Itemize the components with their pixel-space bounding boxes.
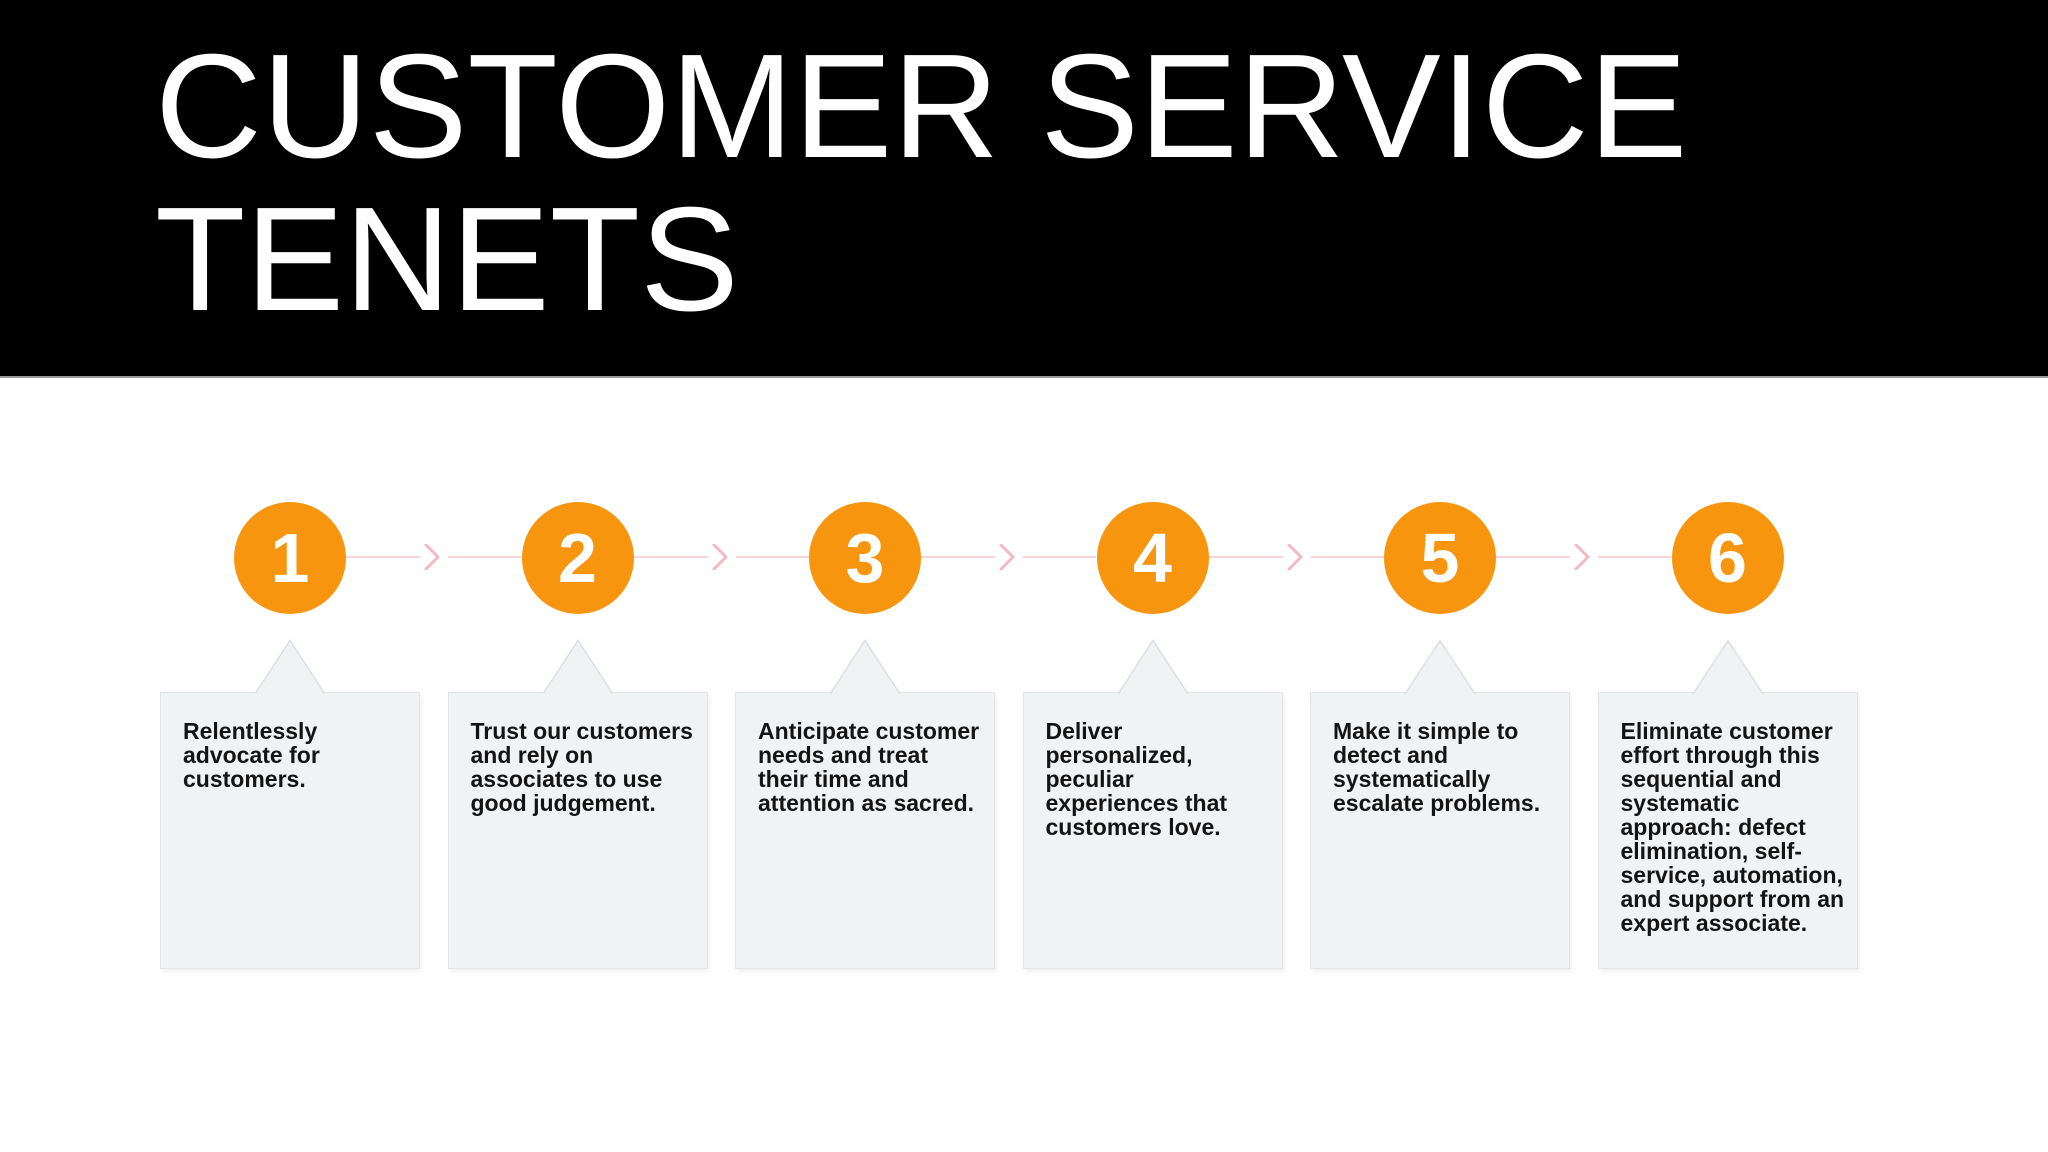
step-number: 5 — [1420, 519, 1460, 597]
step-number: 6 — [1708, 519, 1747, 597]
tenet-text: Trust our customers and rely on associat… — [470, 718, 693, 816]
callout-pointer-up-icon — [830, 639, 900, 694]
connector-5-6 — [1496, 543, 1671, 571]
tenet-box-2: Trust our customers and rely on associat… — [447, 639, 708, 969]
slide-title-line2: TENETS — [155, 177, 739, 342]
connector-line — [1023, 556, 1096, 558]
callout-pointer-up-icon — [1405, 639, 1475, 694]
connector-line — [1496, 556, 1570, 558]
connector-line — [735, 556, 809, 558]
tenet-text: Deliver personalized, peculiar experienc… — [1045, 718, 1228, 840]
tenet-text: Make it simple to detect and systematica… — [1333, 718, 1541, 816]
tenet-box-3: Anticipate customer needs and treat thei… — [735, 639, 995, 969]
connector-2-3 — [633, 543, 809, 571]
chevron-right-icon — [712, 544, 727, 570]
step-number: 4 — [1133, 519, 1172, 597]
connector-line — [1208, 556, 1283, 558]
chevron-right-icon — [1287, 544, 1302, 570]
step-circle-3: 3 — [809, 502, 921, 614]
tenet-box-5: Make it simple to detect and systematica… — [1310, 639, 1570, 969]
connector-4-5 — [1208, 543, 1384, 571]
callout-pointer-up-icon — [1692, 639, 1763, 694]
step-circle-1: 1 — [234, 502, 346, 614]
step-circle-2: 2 — [521, 502, 634, 614]
chevron-right-icon — [1574, 544, 1590, 570]
callout-pointer-up-icon — [542, 639, 613, 694]
tenet-text: Anticipate customer needs and treat thei… — [758, 718, 980, 816]
tenet-text: Eliminate customer effort through this s… — [1620, 718, 1845, 936]
connector-line — [346, 556, 420, 558]
callout-pointer-up-icon — [255, 639, 325, 694]
step-number: 1 — [270, 519, 310, 597]
connector-line — [1598, 556, 1671, 558]
step-circle-5: 5 — [1384, 502, 1496, 614]
connector-line — [921, 556, 995, 558]
connector-3-4 — [921, 543, 1096, 571]
step-number: 3 — [845, 519, 885, 597]
connector-1-2 — [346, 543, 521, 571]
connector-line — [1310, 556, 1384, 558]
connector-line — [448, 556, 521, 558]
chevron-right-icon — [999, 544, 1015, 570]
slide-title-line1: CUSTOMER SERVICE — [155, 24, 1688, 189]
chevron-right-icon — [424, 544, 440, 570]
step-number: 2 — [558, 519, 597, 597]
tenet-box-1: Relentlessly advocate for customers. — [160, 639, 420, 969]
callout-pointer-up-icon — [1117, 639, 1188, 694]
connector-line — [633, 556, 708, 558]
step-circle-6: 6 — [1671, 502, 1784, 614]
tenet-box-4: Deliver personalized, peculiar experienc… — [1022, 639, 1283, 969]
tenet-box-6: Eliminate customer effort through this s… — [1597, 639, 1858, 969]
tenet-text: Relentlessly advocate for customers. — [183, 718, 320, 792]
step-circle-4: 4 — [1096, 502, 1209, 614]
